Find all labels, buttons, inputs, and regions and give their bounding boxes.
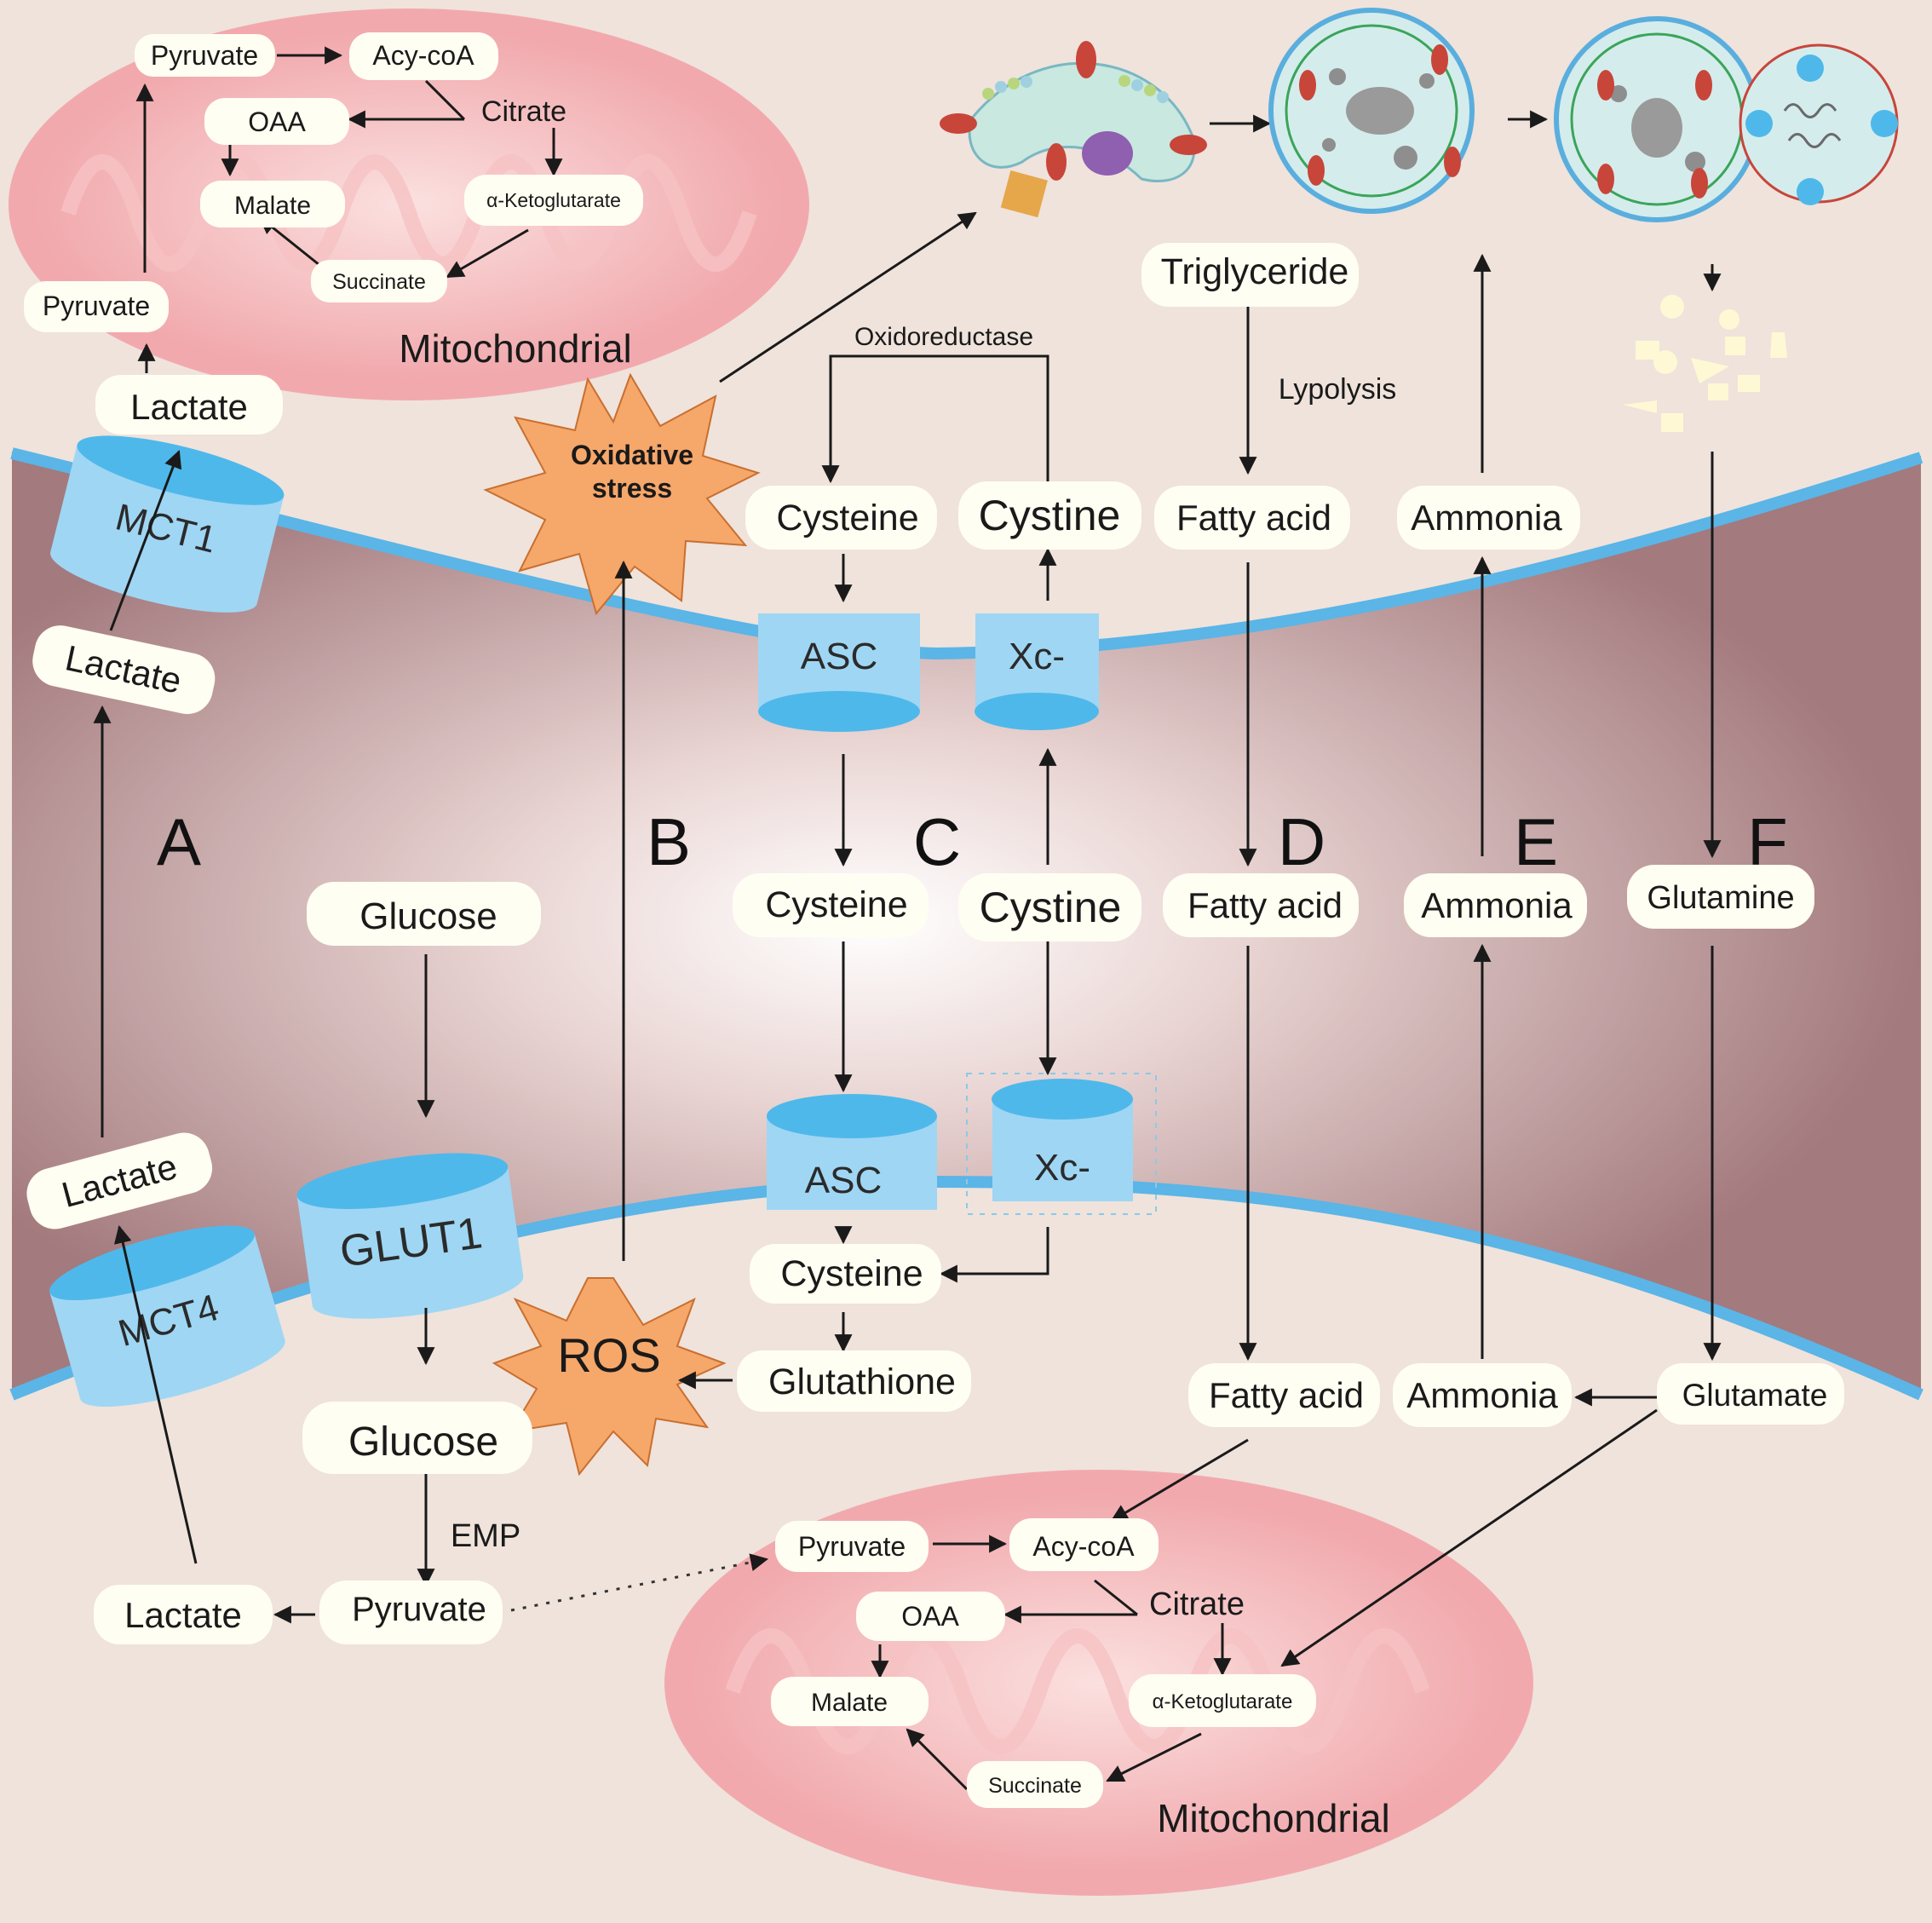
mito-bottom-citrate: Citrate [1149,1586,1245,1622]
glutamate-label: Glutamate [1682,1378,1828,1413]
glucose-bottom: Glucose [348,1419,498,1465]
mito-top-pyruvate-outer: Pyruvate [43,291,150,321]
mct1-transporter: MCT1 [50,435,285,613]
mito-top-ketoglutarate: α-Ketoglutarate [486,189,621,211]
panel-letter-e: E [1514,804,1558,879]
oxidative-stress-burst [483,372,761,616]
lower-membrane [9,1175,1923,1401]
asc-transporter-top: ASC [758,613,920,732]
panel-letter-c: C [913,804,961,879]
asc-top-label: ASC [801,636,877,677]
vesicle-icon [1082,131,1133,176]
panel-letter-b: B [647,804,691,879]
mito-bottom-malate: Malate [811,1689,888,1717]
asc-transporter-bottom: ASC [767,1094,937,1210]
glutamine-label: Glutamine [1647,880,1794,916]
xc-transporter-bottom: Xc- [966,1073,1157,1215]
emp-label: EMP [451,1518,520,1554]
glucose-top: Glucose [359,895,497,937]
upper-membrane [10,447,1923,660]
cystine-mid: Cystine [980,884,1122,931]
ammonia-mid: Ammonia [1421,885,1573,925]
lactate-top: Lactate [130,387,248,427]
glut1-transporter: GLUT1 [296,1153,524,1319]
mito-top-pyruvate: Pyruvate [151,40,258,71]
xc-top-label: Xc- [1009,636,1065,677]
arrows [93,46,1722,1791]
fatty-acid-bottom: Fatty acid [1209,1375,1364,1415]
asc-bottom-label: ASC [805,1160,882,1201]
pyruvate-glycolysis: Pyruvate [352,1591,486,1628]
fatty-acid-top: Fatty acid [1176,498,1331,538]
mito-top-label: Mitochondrial [399,326,632,371]
cystine-top: Cystine [979,492,1121,539]
mito-bottom-succinate: Succinate [988,1774,1082,1798]
cell-illustrations [940,8,1899,432]
mito-bottom-pyruvate: Pyruvate [798,1531,906,1562]
xc-bottom-label: Xc- [1034,1147,1090,1189]
mito-bottom-oaa: OAA [901,1601,959,1632]
cysteine-low: Cysteine [780,1253,923,1294]
glutathione-label: Glutathione [768,1362,956,1402]
mitochondria-icon [1346,87,1414,135]
lactate-bottom: Lactate [124,1595,242,1635]
labels: Pyruvate Acy-coA Citrate OAA Malate α-Ke… [24,32,1844,1840]
mitochondrion-bottom [664,1470,1533,1896]
mito-bottom-label: Mitochondrial [1157,1796,1390,1840]
lypolysis-label: Lypolysis [1279,373,1397,406]
mito-top-succinate: Succinate [332,270,426,294]
cysteine-mid: Cysteine [765,884,907,925]
ros-text: ROS [557,1328,660,1382]
ros-burst [492,1277,727,1477]
mito-top-oaa: OAA [248,107,306,137]
panel-letter-d: D [1278,804,1325,879]
oxidative-stress-text-2: stress [592,473,672,504]
fatty-acid-mid: Fatty acid [1187,885,1343,925]
mito-bottom-acy-coa: Acy-coA [1032,1531,1135,1562]
mito-bottom-ketoglutarate: α-Ketoglutarate [1153,1690,1293,1713]
cysteine-top: Cysteine [776,498,918,538]
panel-letter-a: A [157,804,201,879]
ammonia-top: Ammonia [1411,498,1562,538]
mito-top-malate: Malate [234,192,311,220]
oxidative-stress-text-1: Oxidative [571,440,693,470]
xc-transporter-top: Xc- [975,613,1099,730]
mito-top-acy-coa: Acy-coA [372,40,474,71]
oxidoreductase-label: Oxidoreductase [854,323,1033,351]
mito-top-citrate: Citrate [481,95,566,128]
triglyceride-label: Triglyceride [1161,251,1349,292]
receptor-icon [1000,170,1048,218]
ammonia-bottom: Ammonia [1406,1375,1558,1415]
mct4-transporter: MCT4 [49,1225,285,1408]
